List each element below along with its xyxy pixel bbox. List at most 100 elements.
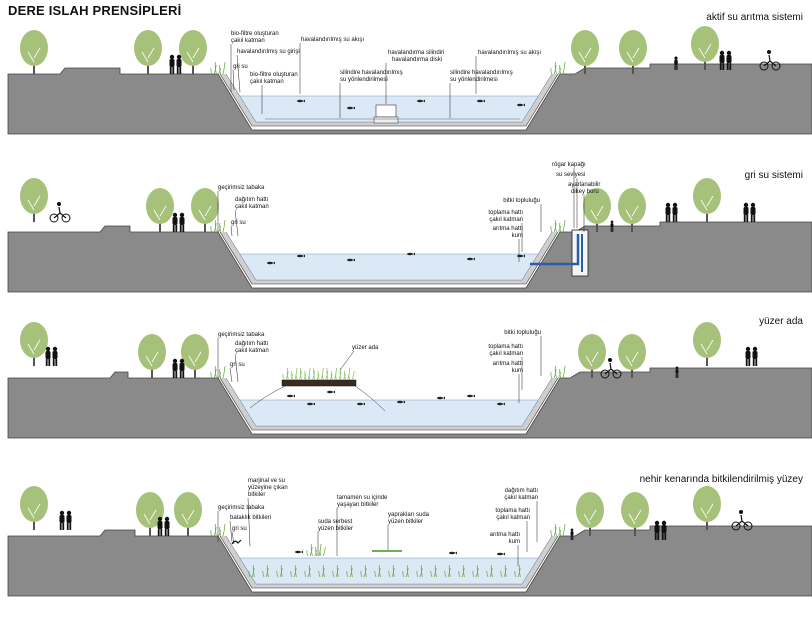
reed-icon xyxy=(444,564,451,578)
tree-icon xyxy=(136,492,164,536)
fish-icon xyxy=(347,258,355,262)
reed-icon xyxy=(402,564,409,578)
annotation-label: bio-filtre oluşturan xyxy=(231,31,279,37)
tree-icon xyxy=(179,30,207,74)
annotation-label: bitki topluluğu xyxy=(503,198,540,204)
mooring-line xyxy=(249,385,386,412)
annotation-label: ayarlanabilir xyxy=(568,182,600,188)
annotation-label: çakıl katman xyxy=(489,351,523,357)
ground-profile xyxy=(7,367,812,439)
person-icon xyxy=(157,516,163,536)
tree-icon xyxy=(571,30,599,74)
annotation-label: bitki topluluğu xyxy=(504,330,541,336)
leader-line xyxy=(236,54,241,93)
bird-icon xyxy=(231,539,242,545)
reed-icon xyxy=(550,219,566,233)
fish-icon xyxy=(297,254,305,258)
person-icon xyxy=(750,202,756,222)
annotation-label: yaşayan bitkiler xyxy=(337,502,378,508)
leader-line xyxy=(234,353,239,383)
annotation-label: çakıl katman xyxy=(231,38,265,44)
person-icon xyxy=(752,346,758,366)
tree-icon xyxy=(146,188,174,232)
tree-icon xyxy=(618,334,646,378)
annotation-label: su yönlendirilmesi xyxy=(340,77,388,83)
section-title: aktif su arıtma sistemi xyxy=(706,12,803,23)
manhole-chamber xyxy=(571,229,589,277)
annotation-label: suda serbest xyxy=(318,519,353,525)
fish-icon xyxy=(357,402,365,406)
person-icon xyxy=(745,346,751,366)
tree-icon xyxy=(174,492,202,536)
reed-icon xyxy=(472,564,479,578)
annotation-label: havalandırma diski xyxy=(392,57,442,63)
fish-icon xyxy=(467,394,475,398)
fish-icon xyxy=(307,402,315,406)
reed-icon xyxy=(374,564,381,578)
annotation-label: marjinal ve su xyxy=(248,478,285,484)
reed-icon xyxy=(458,564,465,578)
annotation-label: çakıl katman xyxy=(235,204,269,210)
person-icon xyxy=(172,212,178,232)
person-icon xyxy=(743,202,749,222)
section-title: yüzer ada xyxy=(759,316,803,327)
reed-icon xyxy=(290,564,297,578)
annotation-label: dağıtım hattı xyxy=(235,197,269,203)
person-icon xyxy=(52,346,58,366)
drain-pipe xyxy=(530,234,580,266)
fish-icon xyxy=(497,402,505,406)
tree-icon xyxy=(138,334,166,378)
reed-icon xyxy=(486,564,493,578)
cyclist-icon xyxy=(600,358,622,379)
person-icon xyxy=(675,366,679,378)
annotation-label: toplama hattı xyxy=(488,344,523,350)
annotation-label: tamamen su içinde xyxy=(337,495,388,501)
annotation-label: rögar kapağı xyxy=(552,162,586,168)
annotation-label: çakıl katman xyxy=(504,495,538,501)
section-1: aktif su arıtma sistemi bio-filtre oluştu… xyxy=(7,12,812,135)
reed-icon xyxy=(248,564,255,578)
tree-icon xyxy=(134,30,162,74)
annotation-label: bitkiler xyxy=(248,492,265,498)
annotation-label: yüzen bitkiler xyxy=(388,519,423,525)
fish-icon xyxy=(287,394,295,398)
reed-icon xyxy=(550,61,566,75)
aeration-cylinder xyxy=(375,104,397,118)
leader-line xyxy=(232,69,235,91)
reed-icon xyxy=(332,564,339,578)
reed-icon xyxy=(360,564,367,578)
reed-icon xyxy=(210,61,226,75)
person-icon xyxy=(665,202,671,222)
person-icon xyxy=(172,358,178,378)
reed-icon xyxy=(306,543,326,557)
annotation-label: kum xyxy=(512,233,523,239)
leader-line xyxy=(230,225,233,237)
person-icon xyxy=(674,56,678,70)
reed-icon xyxy=(282,367,355,381)
annotation-label: yaprakları suda xyxy=(388,512,430,518)
reed-icon xyxy=(276,564,283,578)
annotation-label: çakıl katman xyxy=(489,217,523,223)
annotation-label: bio-filtre oluşturan xyxy=(250,72,298,78)
fish-icon xyxy=(295,550,303,554)
reed-icon xyxy=(210,219,226,233)
tree-icon xyxy=(20,486,48,530)
annotation-label: yüzer ada xyxy=(352,345,379,351)
annotation-label: havalandırma silindiri xyxy=(388,50,444,56)
tree-icon xyxy=(693,178,721,222)
fish-icon xyxy=(407,252,415,256)
person-icon xyxy=(164,516,170,536)
annotation-label: geçirimsiz tabaka xyxy=(218,332,265,338)
person-icon xyxy=(726,50,732,70)
cyclist-icon xyxy=(731,510,753,531)
floating-island xyxy=(281,379,357,387)
annotation-label: arıtma hattı xyxy=(490,532,521,538)
ground-profile xyxy=(7,63,812,135)
ground-profile xyxy=(7,525,812,597)
person-icon xyxy=(176,54,182,74)
tree-icon xyxy=(20,322,48,366)
water-body xyxy=(239,399,539,427)
annotation-label: gri su xyxy=(231,220,246,226)
